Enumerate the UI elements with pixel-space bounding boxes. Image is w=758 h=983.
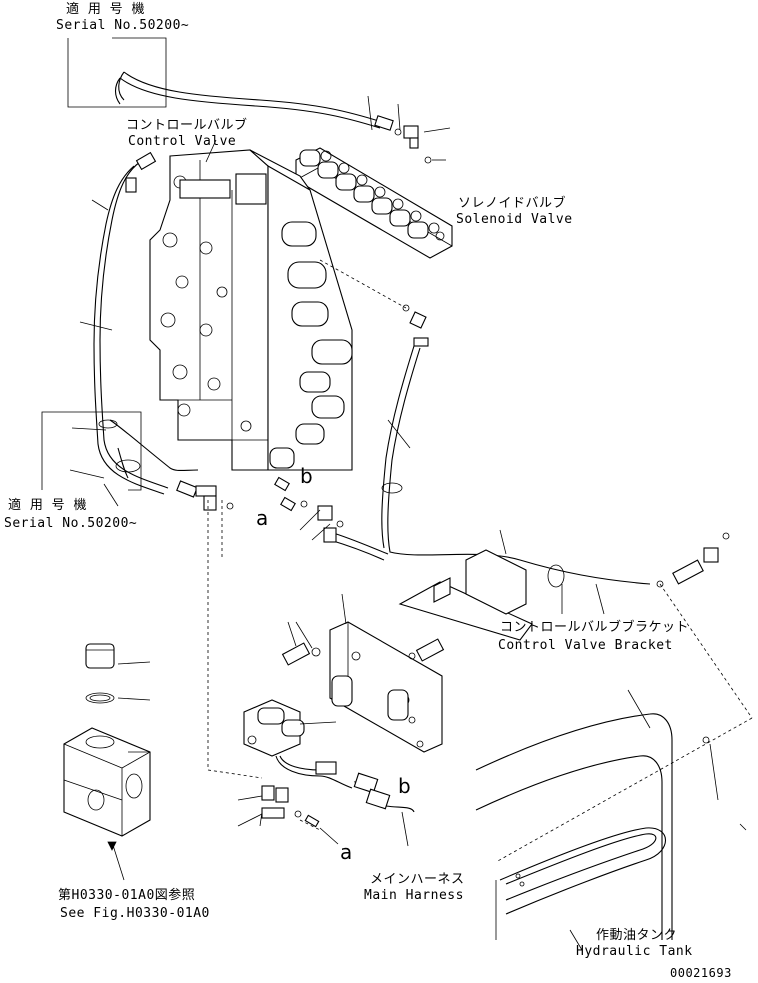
control-valve-label-jp: コントロールバルブ: [126, 118, 248, 133]
dashed-leaders: [207, 259, 753, 863]
hydraulic-tank-drawing: [475, 689, 747, 940]
pilot-hose-right: [381, 304, 730, 615]
applicable-left-jp: 適 用 号 機: [8, 498, 87, 513]
hydraulic-tank-label-jp: 作動油タンク: [596, 928, 678, 943]
pilot-hose-left: [69, 151, 199, 498]
connection-mark-a-upper: a: [256, 506, 269, 530]
hose-to-manifold: [323, 527, 389, 561]
solenoid-valve-label-jp: ソレノイドバルブ: [458, 196, 567, 211]
control-valve-bracket-drawing: [281, 549, 533, 753]
tee-fitting-top: [367, 95, 451, 164]
see-fig-label-jp: 第H0330-01A0図参照: [58, 888, 196, 903]
solenoid-valve-label-en: Solenoid Valve: [456, 212, 573, 227]
bracket-label-jp: コントロールバルブブラケット: [500, 620, 690, 635]
pilot-hose-top: [114, 71, 394, 131]
connection-mark-a-lower: a: [340, 840, 353, 864]
control-valve-label-en: Control Valve: [128, 134, 237, 149]
connection-mark-b-lower: b: [398, 774, 411, 798]
control-valve-drawing: [149, 149, 353, 471]
connection-mark-b-upper: b: [300, 464, 313, 488]
solenoid-assembly-lower: [237, 699, 415, 847]
label-leaders: [103, 139, 583, 951]
spacer-block-drawing: [63, 643, 151, 881]
applicable-left-serial: Serial No.50200~: [4, 516, 138, 531]
serial-box-top: [67, 37, 167, 108]
drawing-number: 00021693: [670, 966, 732, 980]
main-harness-label-en: Main Harness: [364, 888, 464, 903]
hydraulic-tank-label-en: Hydraulic Tank: [576, 944, 693, 959]
main-harness-label-jp: メインハーネス: [370, 872, 465, 887]
serial-box-left: [41, 411, 142, 491]
fittings-group: [195, 476, 344, 541]
applicable-top-jp: 適 用 号 機: [66, 2, 145, 17]
bracket-label-en: Control Valve Bracket: [498, 638, 673, 653]
applicable-top-serial: Serial No.50200~: [56, 18, 190, 33]
see-fig-label-en: See Fig.H0330-01A0: [60, 906, 210, 921]
